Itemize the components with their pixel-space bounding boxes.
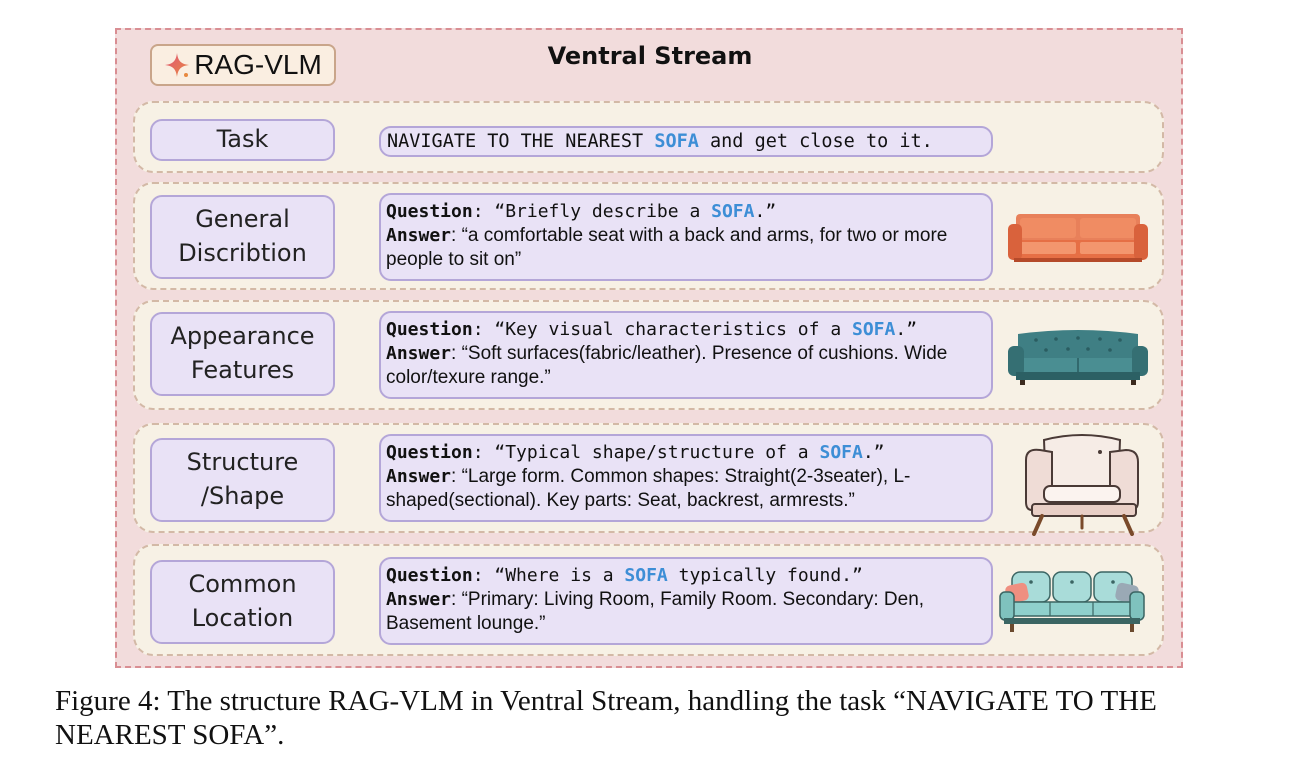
question-line: Question: “Key visual characteristics of… <box>386 318 985 342</box>
row-label-line1: Common <box>188 570 297 599</box>
answer-text: : “Soft surfaces(fabric/leather). Presen… <box>386 343 948 388</box>
row-label: Structure/Shape <box>150 438 335 522</box>
answer-line: Answer: “a comfortable seat with a back … <box>386 224 985 272</box>
cushioned-sofa-icon <box>999 571 1145 632</box>
panel-title: Ventral Stream <box>547 42 753 70</box>
orange-sofa-icon <box>1008 214 1148 262</box>
answer-text: : “Primary: Living Room, Family Room. Se… <box>386 589 925 634</box>
answer-line: Answer: “Soft surfaces(fabric/leather). … <box>386 342 985 390</box>
question-keyword: SOFA <box>624 565 668 586</box>
question-before: : “Briefly describe a <box>472 201 712 222</box>
answer-text: : “a comfortable seat with a back and ar… <box>386 225 948 270</box>
answer-line: Answer: “Primary: Living Room, Family Ro… <box>386 588 985 636</box>
question-after: typically found.” <box>667 565 863 586</box>
question-line: Question: “Typical shape/structure of a … <box>386 441 985 465</box>
row-label-line2: Features <box>190 356 295 384</box>
task-keyword: SOFA <box>654 130 699 152</box>
qa-box: Question: “Key visual characteristics of… <box>379 311 993 399</box>
teal-tufted-sofa-icon <box>1008 330 1148 385</box>
answer-key: Answer <box>386 589 452 610</box>
task-text-before: NAVIGATE TO THE NEAREST <box>387 130 655 152</box>
question-key: Question <box>386 201 473 222</box>
rag-vlm-logo: RAG-VLM <box>150 44 336 86</box>
question-after: .” <box>862 442 885 463</box>
question-key: Question <box>386 442 473 463</box>
answer-key: Answer <box>386 466 452 487</box>
question-keyword: SOFA <box>711 201 755 222</box>
armchair-icon <box>1025 434 1139 536</box>
row-label-line2: /Shape <box>200 482 285 510</box>
row-label-line2: Location <box>191 604 294 632</box>
question-after: .” <box>895 319 918 340</box>
row-label-line1: Structure <box>186 448 299 477</box>
qa-box: Question: “Typical shape/structure of a … <box>379 434 993 522</box>
answer-key: Answer <box>386 225 452 246</box>
row-label-line1: General <box>195 205 290 234</box>
task-text-after: and get close to it. <box>698 130 933 152</box>
question-before: : “Typical shape/structure of a <box>472 442 820 463</box>
logo-text: RAG-VLM <box>194 49 322 80</box>
question-before: : “Key visual characteristics of a <box>472 319 852 340</box>
question-line: Question: “Briefly describe a SOFA.” <box>386 200 985 224</box>
question-keyword: SOFA <box>819 442 863 463</box>
row-label-line1: Appearance <box>170 322 315 351</box>
answer-line: Answer: “Large form. Common shapes: Stra… <box>386 465 985 513</box>
question-key: Question <box>386 319 473 340</box>
qa-box: Question: “Where is a SOFA typically fou… <box>379 557 993 645</box>
figure-caption: Figure 4: The structure RAG-VLM in Ventr… <box>55 685 1157 751</box>
question-keyword: SOFA <box>852 319 896 340</box>
answer-text: : “Large form. Common shapes: Straight(2… <box>386 466 911 511</box>
sparkle-icon <box>165 53 190 77</box>
question-line: Question: “Where is a SOFA typically fou… <box>386 564 985 588</box>
row-label-line2: Discribtion <box>178 239 307 267</box>
task-text: NAVIGATE TO THE NEAREST SOFA and get clo… <box>379 126 993 157</box>
qa-box: Question: “Briefly describe a SOFA.” Ans… <box>379 193 993 281</box>
answer-key: Answer <box>386 343 452 364</box>
task-label: Task <box>150 119 335 161</box>
question-after: .” <box>754 201 777 222</box>
question-key: Question <box>386 565 473 586</box>
question-before: : “Where is a <box>472 565 625 586</box>
